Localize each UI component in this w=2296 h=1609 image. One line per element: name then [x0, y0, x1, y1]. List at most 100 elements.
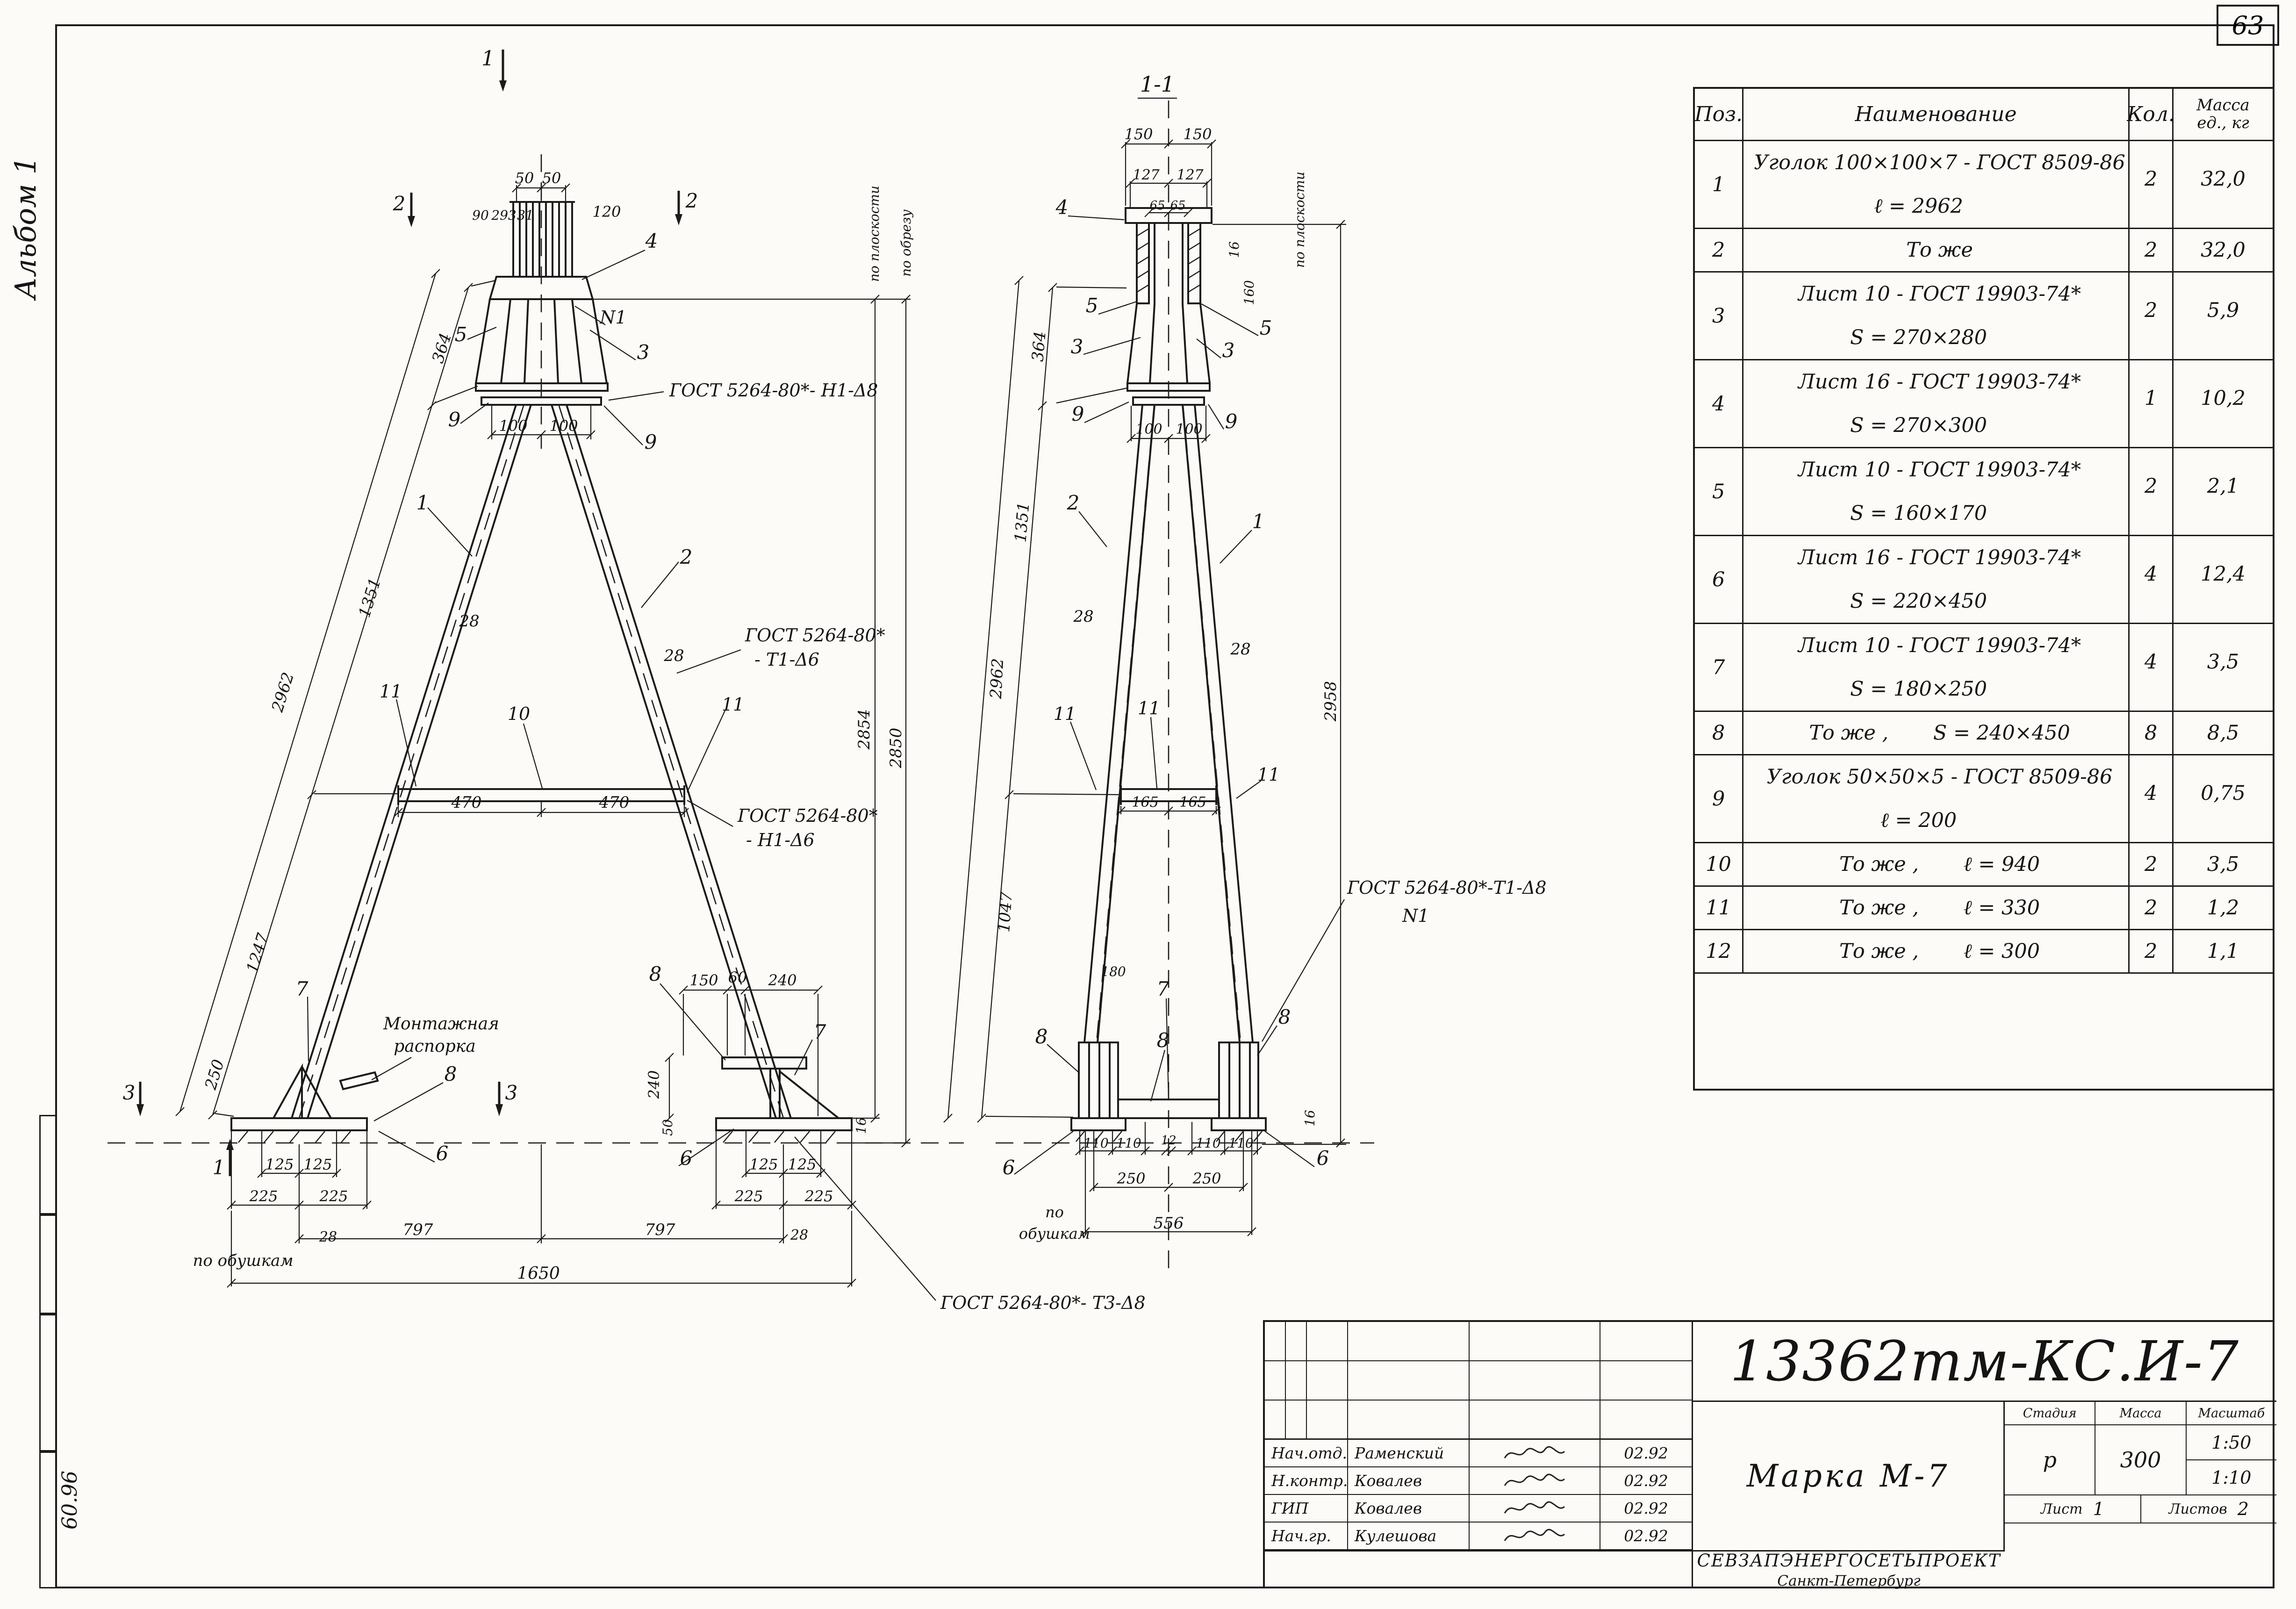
signature-name: Раменский	[1348, 1440, 1470, 1466]
apex-neck	[475, 299, 608, 384]
row-qty: 2	[2130, 448, 2174, 535]
row-pos: 7	[1695, 624, 1744, 711]
page-number: 63	[2231, 10, 2264, 40]
drawing-annotation: 1-1	[1140, 72, 1175, 97]
revision-cell	[1265, 1322, 1286, 1361]
row-name: Лист 10 - ГОСТ 19903-74*S = 270×280	[1744, 273, 2130, 359]
drawing-annotation: 8	[1157, 1029, 1170, 1052]
drawing-annotation: ГОСТ 5264-80*- Н1-Δ8	[669, 380, 878, 401]
drawing-annotation: 1247	[243, 931, 273, 975]
drawing-annotation: 28	[663, 646, 684, 665]
row-mass: 32,0	[2201, 167, 2246, 191]
drawing-annotation: 9	[1072, 402, 1084, 425]
drawing-annotation: 31	[517, 208, 534, 223]
drawing-annotation: 28	[790, 1227, 808, 1243]
row-qty: 8	[2130, 712, 2174, 754]
drawing-annotation: ГОСТ 5264-80*	[737, 805, 878, 826]
leader-lines	[307, 215, 1345, 1301]
drawing-annotation: 250	[201, 1057, 229, 1092]
row-name: То же , ℓ = 940	[1744, 843, 2130, 885]
row-qty: 4	[2130, 536, 2174, 623]
drawing-annotation: 90	[472, 208, 489, 223]
drawing-annotation: 110	[1196, 1135, 1220, 1151]
section-angle-strip	[1187, 222, 1201, 304]
revision-cell	[1600, 1401, 1692, 1440]
drawing-annotation: обушкам	[1019, 1225, 1090, 1243]
row-qty: 1	[2130, 360, 2174, 447]
row-pos: 1	[1695, 141, 1744, 228]
row-mass: 3,5	[2207, 650, 2239, 674]
revision-cell	[1286, 1322, 1307, 1361]
parts-table-empty-row	[1695, 974, 2273, 1089]
stamp-grid: Стадия Масса Масштаб р 300 1:50 1:10 Лис…	[2005, 1402, 2276, 1590]
drawing-annotation: ГОСТ 5264-80*-Т1-Δ8	[1347, 877, 1547, 898]
drawing-annotation: 1351	[1011, 501, 1033, 543]
drawing-annotation: 9	[448, 408, 461, 431]
drawing-annotation: 65	[1149, 199, 1165, 213]
drawing-annotation: 100	[1135, 421, 1162, 438]
mark-title: Марка М-7	[1693, 1402, 2005, 1550]
drawing-annotation: 16	[854, 1117, 869, 1134]
drawing-annotation: 60	[728, 969, 747, 986]
revision-cell	[1470, 1401, 1600, 1440]
drawing-annotation: по обрезу	[898, 209, 914, 277]
row-name: То же , S = 240×450	[1744, 712, 2130, 754]
drawing-annotation: N1	[599, 307, 626, 328]
drawing-annotation: 12	[1161, 1134, 1176, 1148]
row-pos: 8	[1695, 712, 1744, 754]
drawing-annotation: 5	[1086, 294, 1098, 317]
drawing-annotation: 2958	[1321, 681, 1340, 722]
drawing-annotation: 3	[505, 1081, 518, 1104]
drawing-annotation: 28	[319, 1229, 337, 1245]
drawing-annotation: по плоскости	[867, 186, 882, 282]
signature-name: Ковалев	[1348, 1467, 1470, 1494]
drawing-annotation: 110	[1083, 1135, 1108, 1151]
base-plate-left	[230, 1117, 368, 1131]
margin-box	[39, 1115, 57, 1214]
signature-mark	[1470, 1440, 1600, 1466]
row-pos: 12	[1695, 930, 1744, 972]
revision-cell	[1265, 1361, 1286, 1401]
drawing-annotation: 50	[542, 169, 561, 187]
drawing-annotation: 5	[1260, 316, 1272, 339]
row-mass: 0,75	[2201, 781, 2246, 805]
drawing-annotation: 1	[213, 1156, 225, 1179]
drawing-annotation: 150	[689, 971, 718, 989]
drawing-annotation: 50	[515, 169, 534, 187]
drawing-annotation: 556	[1154, 1214, 1184, 1233]
drawing-annotation: 16	[1227, 241, 1242, 258]
document-number: 13362тм-КС.И-7	[1693, 1322, 2276, 1402]
drawing-annotation: 110	[1228, 1135, 1253, 1151]
row-pos: 11	[1695, 887, 1744, 929]
revision-cell	[1470, 1361, 1600, 1401]
drawing-annotation: 8	[1278, 1006, 1291, 1028]
row-name: То же	[1744, 229, 2130, 271]
signature-role: Н.контр.	[1265, 1467, 1348, 1494]
drawing-annotation: 225	[249, 1187, 278, 1205]
row-mass: 5,9	[2207, 298, 2239, 322]
drawing-annotation: 28	[1073, 607, 1093, 626]
drawing-annotation: 125	[303, 1156, 332, 1173]
signature-date: 02.92	[1624, 1444, 1668, 1462]
drawing-annotation: распорка	[394, 1037, 476, 1056]
section-legs	[1083, 404, 1254, 1043]
drawing-annotation: 470	[451, 793, 482, 812]
row-pos: 10	[1695, 843, 1744, 885]
drawing-annotation: 150	[1183, 125, 1212, 143]
mid-strut	[397, 785, 685, 805]
revision-cell	[1348, 1361, 1470, 1401]
row-mass: 10,2	[2201, 386, 2246, 410]
drawing-annotation: 125	[788, 1156, 816, 1173]
mass-value: 300	[2095, 1425, 2187, 1494]
drawing-annotation: 470	[599, 793, 630, 812]
drawing-annotation: 125	[265, 1156, 294, 1173]
